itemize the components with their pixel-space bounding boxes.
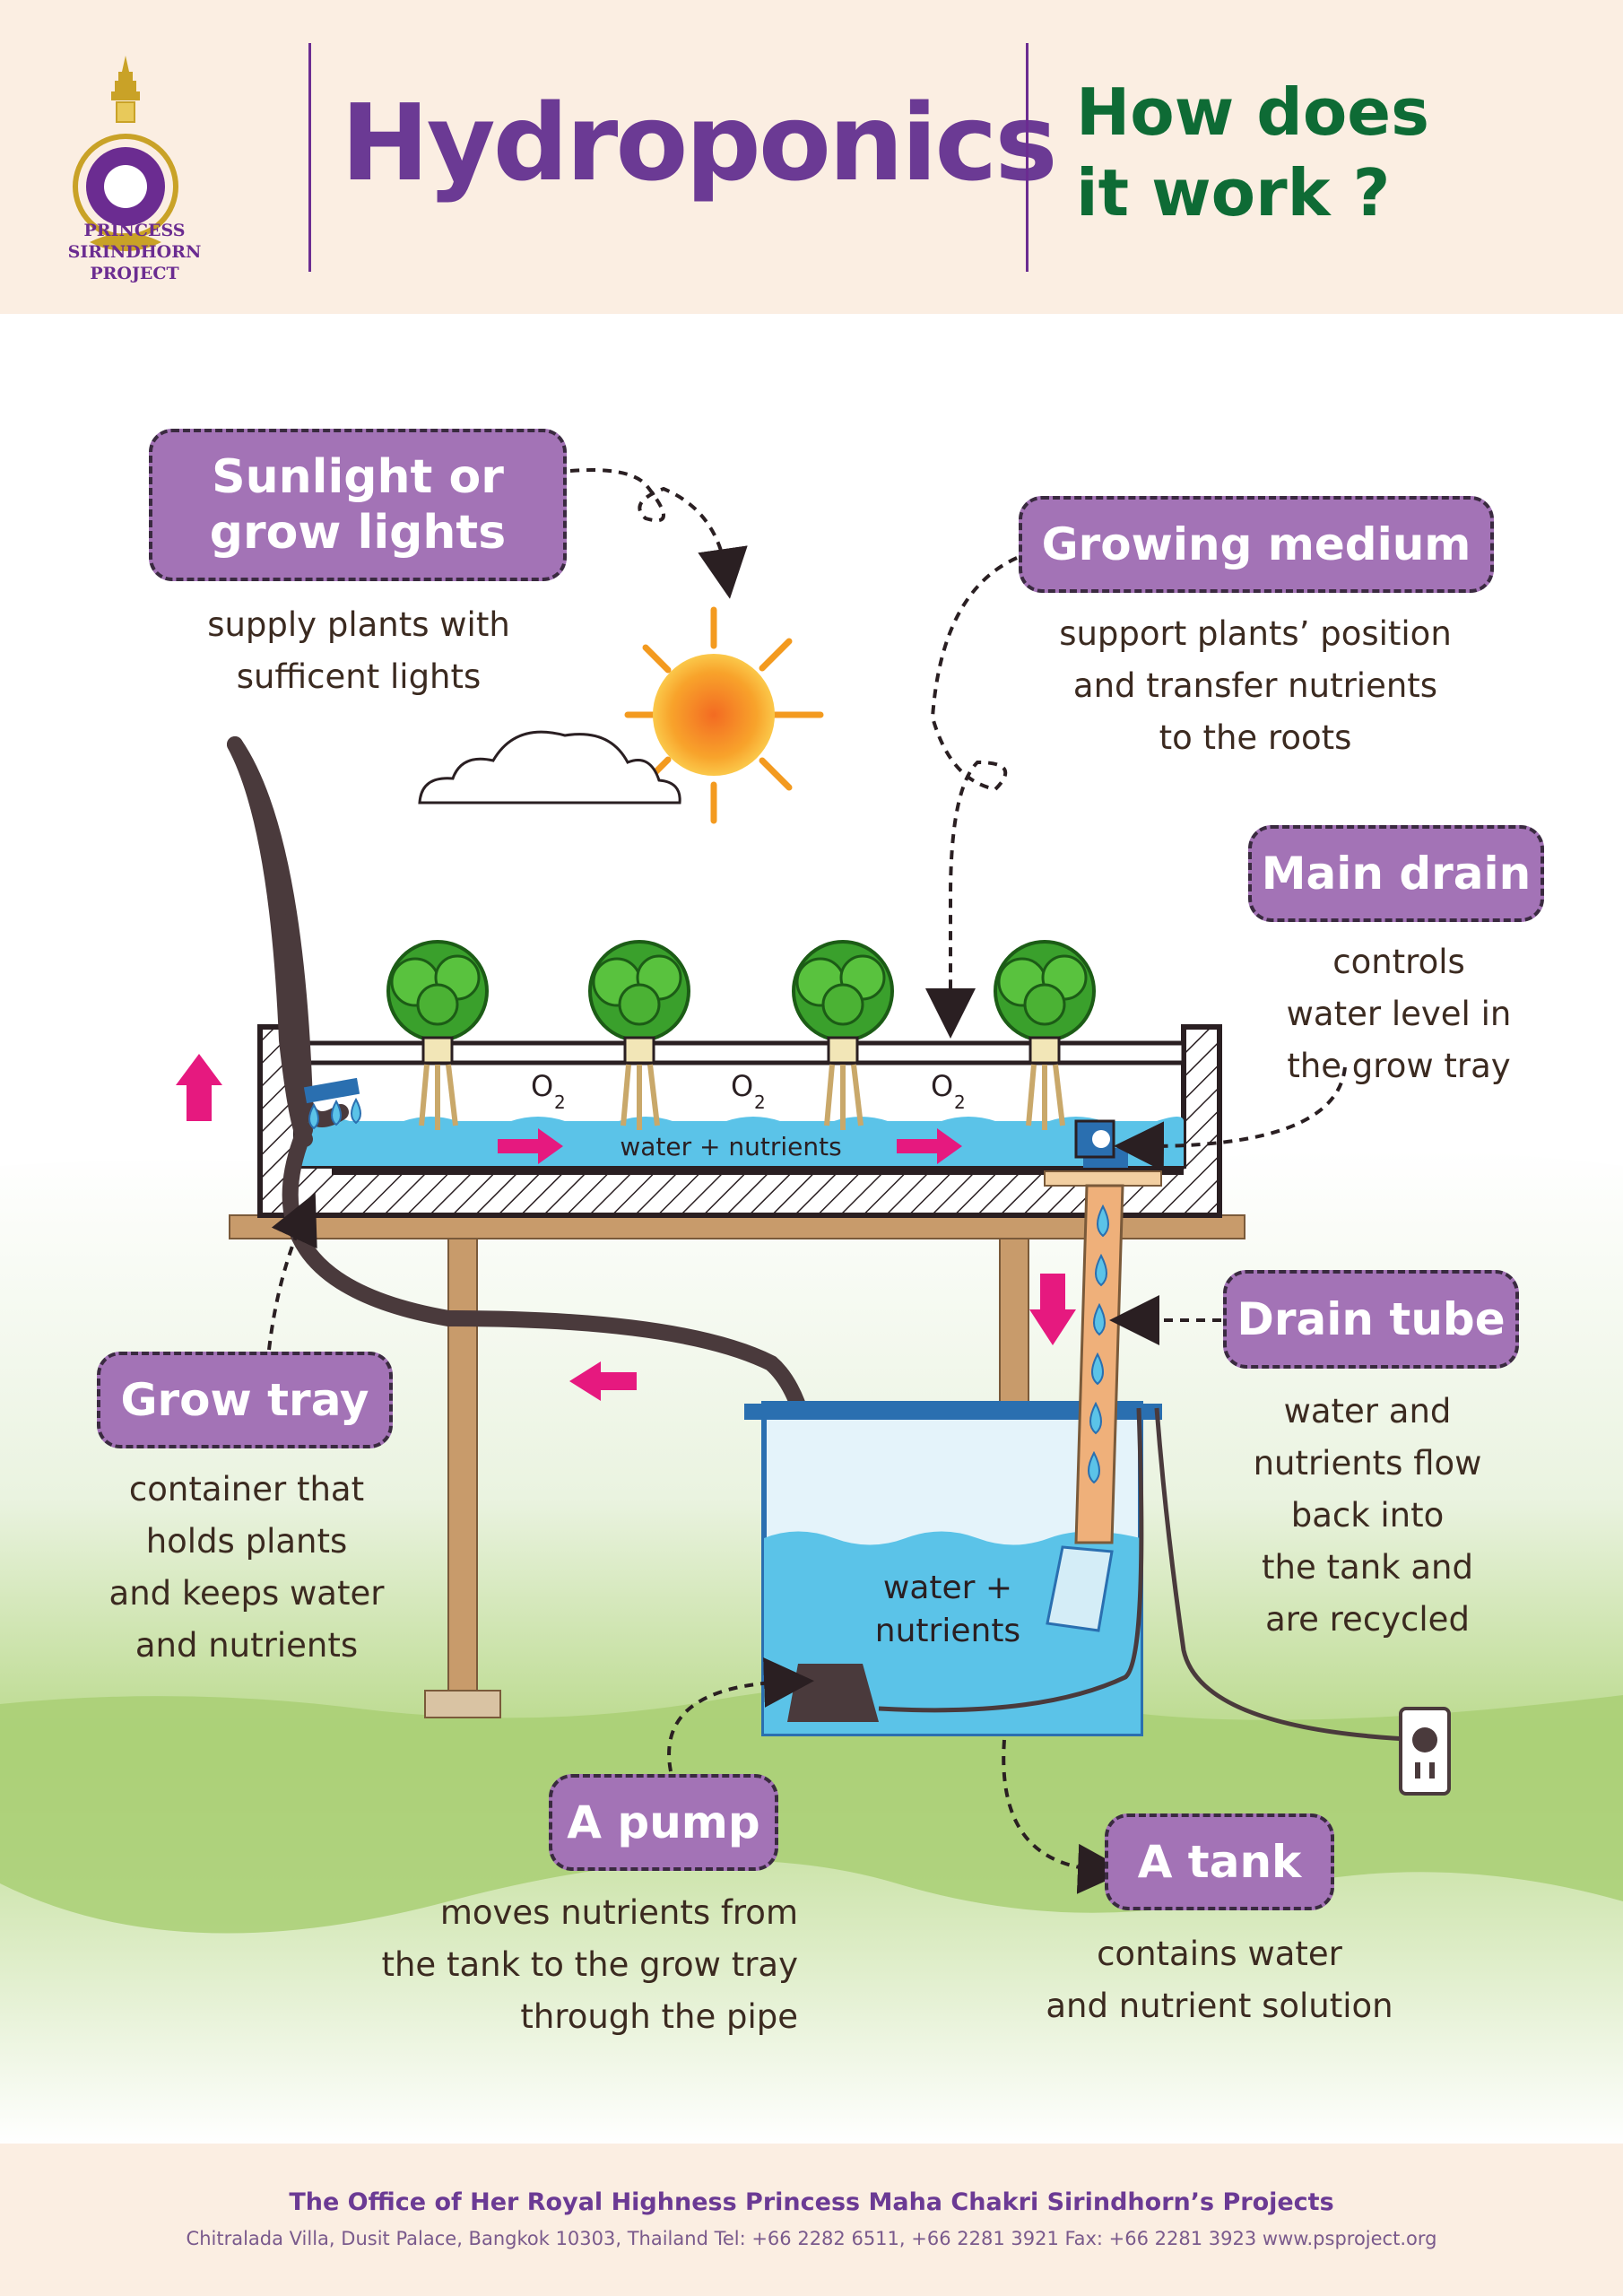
header-divider-right xyxy=(1026,43,1028,272)
lettuce-plant-icon xyxy=(386,940,489,1130)
leader-growing-medium xyxy=(925,556,1018,1039)
oxygen-sub: 2 xyxy=(754,1091,766,1113)
drain-tube xyxy=(1044,1119,1162,1632)
tank-water-label-2: nutrients xyxy=(875,1613,1020,1649)
desc-line: and nutrients xyxy=(135,1626,359,1665)
desc-tank: contains water and nutrient solution xyxy=(1022,1928,1417,2032)
lettuce-plant-icon xyxy=(994,940,1096,1130)
leader-main-drain xyxy=(1114,1066,1347,1172)
leader-tank xyxy=(1002,1739,1128,1894)
desc-line: support plants’ position xyxy=(1059,614,1452,653)
desc-growing-medium: support plants’ position and transfer nu… xyxy=(1013,608,1497,764)
royal-emblem-logo xyxy=(73,56,178,251)
header-band xyxy=(0,0,1623,314)
desc-line: nutrients flow xyxy=(1253,1444,1482,1483)
oxygen-label: O xyxy=(931,1069,953,1103)
tag-sunlight-line-1: Sunlight or xyxy=(212,449,504,504)
page-subtitle: How does it work ? xyxy=(1076,72,1429,233)
footer-band xyxy=(0,2144,1623,2296)
tag-grow-tray: Grow tray xyxy=(97,1352,393,1448)
flow-arrow-icon xyxy=(176,1054,1076,1401)
leader-pump xyxy=(667,1657,814,1772)
tank-water-label-1: water + xyxy=(883,1570,1012,1606)
desc-line: moves nutrients from xyxy=(439,1893,798,1932)
lettuce-plant-icon xyxy=(588,940,690,1130)
tag-sunlight-line-2: grow lights xyxy=(209,506,507,560)
oxygen-label: O xyxy=(531,1069,553,1103)
footer-organization: The Office of Her Royal Highness Princes… xyxy=(289,2188,1334,2216)
subtitle-line-2: it work ? xyxy=(1076,155,1391,230)
table-foot xyxy=(424,1690,501,1718)
desc-line: and nutrient solution xyxy=(1046,1987,1393,2025)
tag-pump: A pump xyxy=(549,1774,778,1871)
desc-grow-tray: container that holds plants and keeps wa… xyxy=(90,1464,404,1672)
oxygen-sub: 2 xyxy=(554,1091,566,1113)
desc-line: sufficent lights xyxy=(236,657,482,696)
desc-line: holds plants xyxy=(145,1522,348,1561)
tag-tank: A tank xyxy=(1105,1813,1334,1910)
tray-water-label: water + nutrients xyxy=(620,1132,841,1161)
desc-line: are recycled xyxy=(1265,1600,1470,1639)
desc-line: the tank and xyxy=(1262,1548,1473,1587)
sun-icon xyxy=(624,606,824,824)
footer-contact: Chitralada Villa, Dusit Palace, Bangkok … xyxy=(186,2228,1437,2249)
oxygen-sub: 2 xyxy=(954,1091,966,1113)
desc-line: and keeps water xyxy=(108,1574,385,1613)
tag-growing-medium: Growing medium xyxy=(1019,496,1494,593)
water-drop-icon xyxy=(308,1097,361,1130)
desc-line: the tank to the grow tray xyxy=(381,1945,798,1984)
desc-line: controls xyxy=(1332,943,1465,981)
desc-line: and transfer nutrients xyxy=(1072,666,1438,705)
desc-drain-tube: water and nutrients flow back into the t… xyxy=(1219,1386,1515,1646)
table-leg-right xyxy=(999,1232,1029,1405)
desc-sunlight: supply plants with sufficent lights xyxy=(135,599,583,703)
table-top xyxy=(229,1214,1245,1239)
page-title: Hydroponics xyxy=(341,81,1058,204)
desc-line: contains water xyxy=(1097,1935,1342,1973)
tag-main-drain: Main drain xyxy=(1248,825,1544,922)
desc-line: back into xyxy=(1290,1496,1445,1535)
logo-text: PRINCESS SIRINDHORN PROJECT xyxy=(67,221,202,283)
desc-pump: moves nutrients from the tank to the gro… xyxy=(359,1887,798,2043)
subtitle-line-1: How does xyxy=(1076,74,1429,150)
desc-line: to the roots xyxy=(1159,718,1352,757)
table-leg-left xyxy=(447,1232,478,1696)
cloud-icon xyxy=(418,730,681,804)
desc-line: water and xyxy=(1283,1392,1452,1431)
hydroponics-diagram: O 2 O 2 O 2 water + nutrients water + nu… xyxy=(0,468,1623,2144)
grow-tray xyxy=(257,1024,1222,1218)
tag-drain-tube: Drain tube xyxy=(1223,1270,1519,1369)
leader-sunlight xyxy=(569,468,748,599)
desc-line: the grow tray xyxy=(1287,1047,1511,1085)
oxygen-label: O xyxy=(731,1069,753,1103)
crown-icon xyxy=(111,56,140,123)
header-divider-left xyxy=(308,43,311,272)
lettuce-plant-icon xyxy=(792,940,894,1130)
tag-sunlight: Sunlight or grow lights xyxy=(149,429,567,581)
desc-line: through the pipe xyxy=(520,1997,798,2036)
desc-line: water level in xyxy=(1286,995,1512,1033)
desc-line: supply plants with xyxy=(207,605,510,644)
desc-main-drain: controls water level in the grow tray xyxy=(1237,936,1560,1092)
leader-grow-tray xyxy=(267,1192,317,1351)
desc-line: container that xyxy=(128,1470,365,1509)
